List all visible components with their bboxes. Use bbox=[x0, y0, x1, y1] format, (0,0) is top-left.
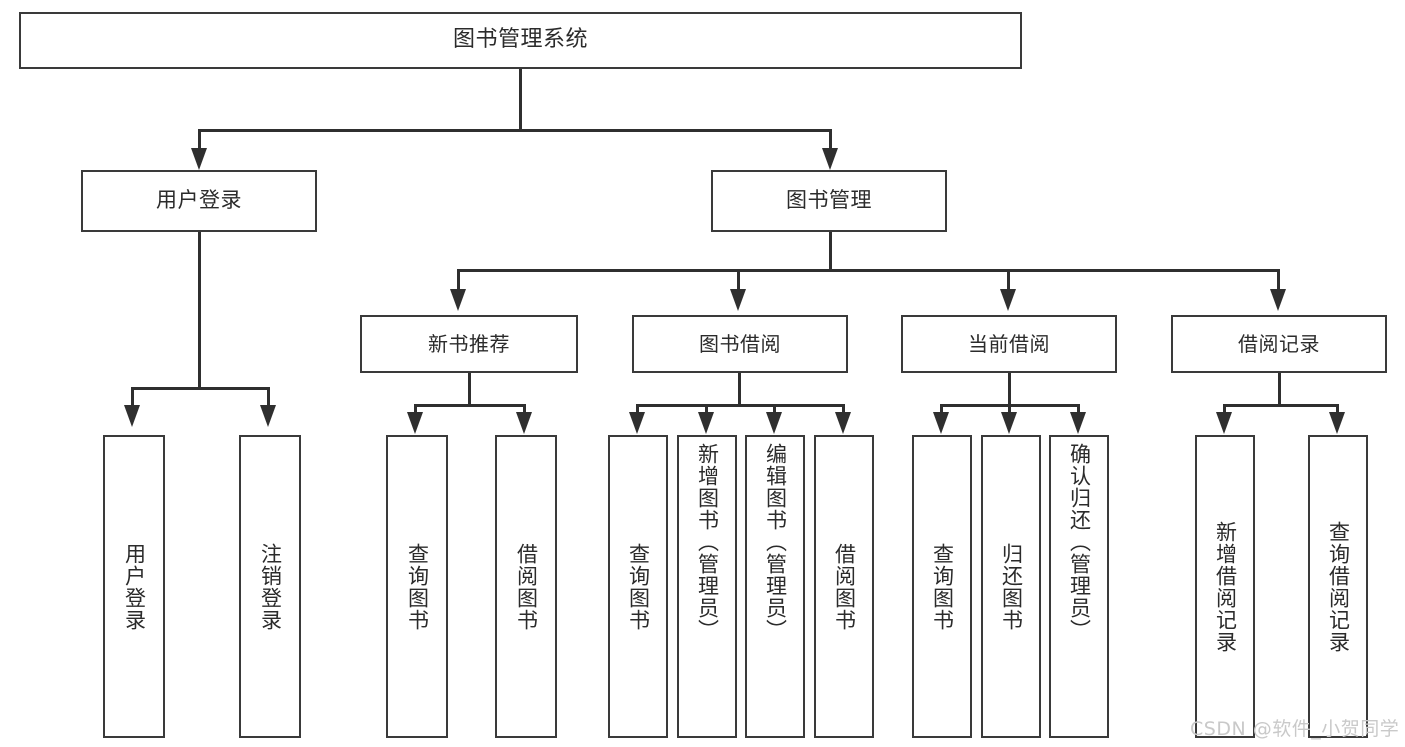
arrowhead-to-leaf-borrow-book-2 bbox=[835, 412, 851, 434]
edge-br-drop-1 bbox=[1223, 404, 1226, 418]
leaf-user-login[interactable]: 用户登录 bbox=[103, 435, 165, 738]
edge-user-login-drop-1 bbox=[131, 387, 134, 407]
edge-nbr-drop-2 bbox=[523, 404, 526, 418]
edge-user-login-stem bbox=[198, 232, 201, 390]
edge-bb-bus bbox=[636, 404, 845, 407]
node-label: 图书管理 bbox=[786, 188, 872, 213]
edge-root-drop-right bbox=[829, 129, 832, 151]
node-label: 查询借阅记录 bbox=[1326, 520, 1351, 653]
edge-bm-drop-4 bbox=[1277, 269, 1280, 291]
arrowhead-to-borrow-record bbox=[1270, 289, 1286, 311]
edge-br-stem bbox=[1278, 373, 1281, 407]
arrowhead-to-leaf-return-book bbox=[1001, 412, 1017, 434]
leaf-confirm-return[interactable]: 确认归还（管理员） bbox=[1049, 435, 1109, 738]
node-label: 图书管理系统 bbox=[452, 27, 588, 53]
node-label: 新增图书（管理员） bbox=[695, 443, 720, 641]
edge-bm-drop-1 bbox=[457, 269, 460, 291]
edge-nbr-stem bbox=[468, 373, 471, 407]
node-label: 当前借阅 bbox=[968, 331, 1050, 356]
arrowhead-to-leaf-add-record bbox=[1216, 412, 1232, 434]
leaf-query-book-2[interactable]: 查询图书 bbox=[608, 435, 668, 738]
leaf-logout[interactable]: 注销登录 bbox=[239, 435, 301, 738]
node-label: 查询图书 bbox=[626, 542, 651, 631]
node-label: 用户登录 bbox=[156, 188, 242, 213]
node-label: 新增借阅记录 bbox=[1213, 520, 1238, 653]
node-label: 用户登录 bbox=[122, 542, 147, 631]
leaf-borrow-book-2[interactable]: 借阅图书 bbox=[814, 435, 874, 738]
edge-bb-drop-3 bbox=[773, 404, 776, 418]
edge-user-login-bus bbox=[131, 387, 270, 390]
arrowhead-to-leaf-query-record bbox=[1329, 412, 1345, 434]
edge-bm-drop-3 bbox=[1007, 269, 1010, 291]
edge-bm-drop-2 bbox=[737, 269, 740, 291]
edge-cb-drop-1 bbox=[940, 404, 943, 418]
leaf-add-book[interactable]: 新增图书（管理员） bbox=[677, 435, 737, 738]
arrowhead-to-current-borrow bbox=[1000, 289, 1016, 311]
arrowhead-to-leaf-add-book bbox=[698, 412, 714, 434]
node-label: 归还图书 bbox=[999, 542, 1024, 631]
node-label: 查询图书 bbox=[405, 542, 430, 631]
node-current-borrow[interactable]: 当前借阅 bbox=[901, 315, 1117, 373]
arrowhead-to-user-login bbox=[191, 148, 207, 170]
arrowhead-to-leaf-user-login bbox=[124, 405, 140, 427]
node-new-book-recommend[interactable]: 新书推荐 bbox=[360, 315, 578, 373]
node-label: 注销登录 bbox=[258, 542, 283, 631]
edge-root-bus bbox=[198, 129, 832, 132]
arrowhead-to-book-management bbox=[822, 148, 838, 170]
edge-root-drop-left bbox=[198, 129, 201, 151]
edge-cb-drop-2 bbox=[1008, 404, 1011, 418]
leaf-add-record[interactable]: 新增借阅记录 bbox=[1195, 435, 1255, 738]
arrowhead-to-leaf-borrow-book-1 bbox=[516, 412, 532, 434]
arrowhead-to-book-borrow bbox=[730, 289, 746, 311]
arrowhead-to-leaf-query-book-1 bbox=[407, 412, 423, 434]
node-label: 借阅记录 bbox=[1238, 331, 1320, 356]
node-label: 借阅图书 bbox=[514, 542, 539, 631]
node-label: 图书借阅 bbox=[699, 331, 781, 356]
arrowhead-to-new-book-recommend bbox=[450, 289, 466, 311]
node-user-login[interactable]: 用户登录 bbox=[81, 170, 317, 232]
arrowhead-to-leaf-logout bbox=[260, 405, 276, 427]
node-label: 新书推荐 bbox=[428, 331, 510, 356]
node-book-management[interactable]: 图书管理 bbox=[711, 170, 947, 232]
node-label: 查询图书 bbox=[930, 542, 955, 631]
node-label: 编辑图书（管理员） bbox=[763, 443, 788, 641]
edge-br-drop-2 bbox=[1336, 404, 1339, 418]
leaf-borrow-book-1[interactable]: 借阅图书 bbox=[495, 435, 557, 738]
leaf-return-book[interactable]: 归还图书 bbox=[981, 435, 1041, 738]
arrowhead-to-leaf-query-book-3 bbox=[933, 412, 949, 434]
node-label: 借阅图书 bbox=[832, 542, 857, 631]
edge-cb-drop-3 bbox=[1077, 404, 1080, 418]
edge-nbr-drop-1 bbox=[414, 404, 417, 418]
leaf-query-book-3[interactable]: 查询图书 bbox=[912, 435, 972, 738]
arrowhead-to-leaf-edit-book bbox=[766, 412, 782, 434]
node-borrow-record[interactable]: 借阅记录 bbox=[1171, 315, 1387, 373]
edge-user-login-drop-2 bbox=[267, 387, 270, 407]
edge-bb-stem bbox=[738, 373, 741, 407]
edge-bb-drop-1 bbox=[636, 404, 639, 418]
node-book-borrow[interactable]: 图书借阅 bbox=[632, 315, 848, 373]
arrowhead-to-leaf-confirm-return bbox=[1070, 412, 1086, 434]
edge-cb-stem bbox=[1008, 373, 1011, 407]
edge-br-bus bbox=[1223, 404, 1339, 407]
edge-book-management-stem bbox=[829, 232, 832, 272]
leaf-query-record[interactable]: 查询借阅记录 bbox=[1308, 435, 1368, 738]
watermark-csdn: CSDN @软件_小贺同学 bbox=[1190, 718, 1400, 740]
leaf-query-book-1[interactable]: 查询图书 bbox=[386, 435, 448, 738]
edge-bb-drop-2 bbox=[705, 404, 708, 418]
edge-bb-drop-4 bbox=[842, 404, 845, 418]
edge-nbr-bus bbox=[414, 404, 526, 407]
arrowhead-to-leaf-query-book-2 bbox=[629, 412, 645, 434]
edge-root-stem bbox=[519, 69, 522, 131]
node-label: 确认归还（管理员） bbox=[1067, 443, 1092, 641]
edge-book-management-bus bbox=[457, 269, 1280, 272]
leaf-edit-book[interactable]: 编辑图书（管理员） bbox=[745, 435, 805, 738]
node-root-system[interactable]: 图书管理系统 bbox=[19, 12, 1022, 69]
